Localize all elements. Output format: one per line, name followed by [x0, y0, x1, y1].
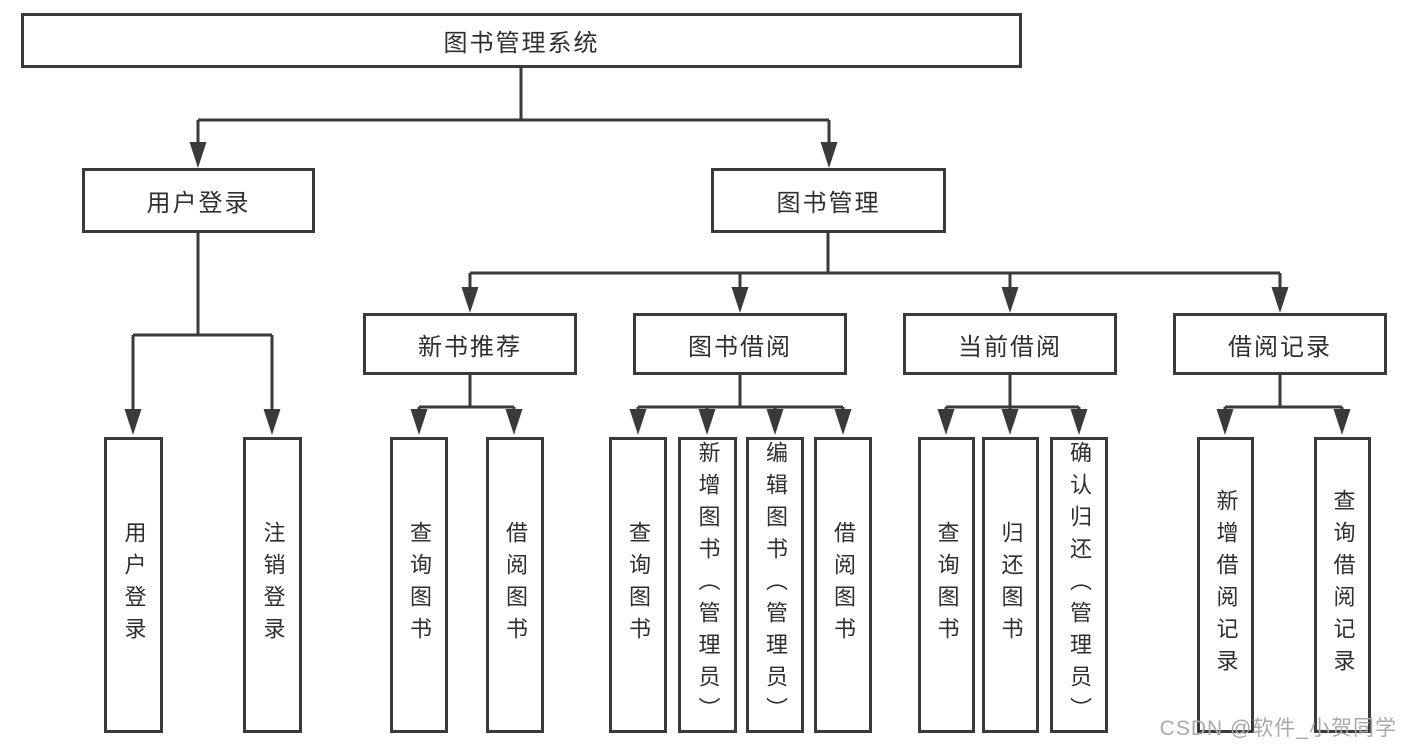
csdn-watermark: CSDN @软件_小贺同学	[1159, 717, 1397, 740]
node-user-login: 用户登录	[82, 168, 315, 233]
leaf-bb-add-books-admin-label: 新增图书（管理员）	[695, 441, 721, 729]
leaf-cb-confirm-return-admin-label: 确认归还（管理员）	[1067, 441, 1092, 729]
leaf-bb-borrow-books-label: 借阅图书	[831, 521, 856, 649]
leaf-cb-return-books: 归还图书	[982, 437, 1039, 733]
leaf-bb-add-books-admin: 新增图书（管理员）	[678, 437, 737, 733]
leaf-rec-query-books: 查询图书	[390, 437, 448, 733]
leaf-rec-borrow-books: 借阅图书	[486, 437, 544, 733]
leaf-br-query-record: 查询借阅记录	[1314, 437, 1371, 733]
leaf-cb-query-books: 查询图书	[918, 437, 975, 733]
leaf-user-login: 用户登录	[104, 437, 163, 733]
leaf-rec-query-books-label: 查询图书	[407, 521, 432, 649]
leaf-bb-query-books: 查询图书	[609, 437, 667, 733]
leaf-cb-query-books-label: 查询图书	[934, 521, 960, 649]
leaf-bb-edit-books-admin-label: 编辑图书（管理员）	[763, 441, 788, 729]
leaf-br-query-record-label: 查询借阅记录	[1330, 489, 1356, 681]
node-book-borrowing: 图书借阅	[633, 313, 847, 375]
leaf-bb-edit-books-admin: 编辑图书（管理员）	[746, 437, 804, 733]
leaf-bb-query-books-label: 查询图书	[626, 521, 651, 649]
node-borrowing-records: 借阅记录	[1173, 313, 1387, 375]
node-root-library-system: 图书管理系统	[21, 13, 1022, 68]
leaf-logout: 注销登录	[243, 437, 302, 733]
leaf-user-login-label: 用户登录	[121, 521, 147, 649]
leaf-bb-borrow-books: 借阅图书	[814, 437, 872, 733]
node-current-borrowing: 当前借阅	[903, 313, 1117, 375]
leaf-cb-return-books-label: 归还图书	[998, 521, 1024, 649]
node-new-book-recommendation: 新书推荐	[363, 313, 577, 375]
node-book-management: 图书管理	[711, 168, 946, 233]
leaf-rec-borrow-books-label: 借阅图书	[503, 521, 528, 649]
leaf-logout-label: 注销登录	[260, 521, 286, 649]
leaf-br-add-record-label: 新增借阅记录	[1213, 489, 1239, 681]
leaf-cb-confirm-return-admin: 确认归还（管理员）	[1050, 437, 1108, 733]
leaf-br-add-record: 新增借阅记录	[1197, 437, 1254, 733]
